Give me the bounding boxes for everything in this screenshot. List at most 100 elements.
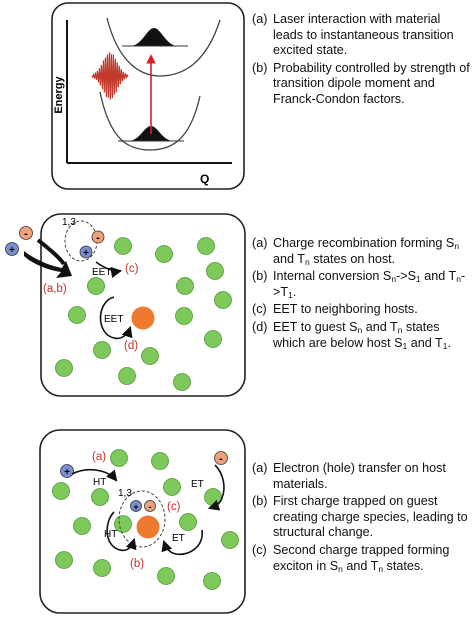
note-label: (d): [252, 319, 268, 334]
note-text: states on host.: [309, 251, 396, 266]
host-molecule: [197, 237, 215, 255]
host-molecule: [93, 341, 111, 359]
note-label: (b): [252, 269, 268, 284]
charge-recombination-arrow-tail: [36, 238, 66, 266]
note-text: Charge recombination forming S: [273, 236, 455, 250]
host-molecule: [114, 237, 132, 255]
eet-label-top: EET: [92, 267, 111, 278]
host-molecule: [176, 277, 194, 295]
note-text: Electron (hole) transfer on host materia…: [273, 461, 446, 491]
host-molecule: [93, 559, 111, 577]
host-molecule: [173, 373, 191, 391]
note-text: and T: [342, 558, 379, 573]
note-text: and T: [407, 335, 443, 350]
trapped-hole: [130, 500, 142, 512]
energy-axis-label: Energy: [53, 75, 65, 113]
incoming-hole: [5, 242, 19, 256]
hole-sign: +: [83, 248, 89, 259]
host-molecule: [204, 330, 222, 348]
label-b-3: (b): [130, 558, 144, 570]
panel-3: 1,3 + - + - HT (a) HT (b) ET ET (c): [39, 429, 246, 614]
host-molecule: [214, 291, 232, 309]
note-subscript: 1: [416, 274, 421, 285]
note-text: Second charge trapped forming exciton in…: [273, 542, 450, 573]
trapped-electron-sign: -: [148, 501, 152, 513]
panel-2: 1,3 + - - + (a,b) EET (c) EET (d): [5, 213, 246, 397]
label-c: (c): [125, 263, 139, 275]
et-arrow-bottom: [161, 529, 203, 555]
note-subscript: n: [454, 241, 460, 251]
note-subscript: n: [357, 324, 363, 335]
panel-1: Energy Q: [51, 2, 245, 190]
host-molecule: [221, 531, 239, 549]
note-text: EET to neighboring hosts.: [273, 302, 418, 317]
note-item: (b)Probability controlled by strength of…: [252, 61, 472, 108]
note-item: (d)EET to guest Sn and Tn states which a…: [252, 320, 472, 351]
note-subscript: n: [391, 274, 397, 285]
note-label: (a): [252, 461, 268, 475]
note-subscript: n: [456, 274, 461, 285]
note-subscript: n: [397, 324, 403, 335]
guest-molecule: [131, 306, 155, 330]
et-arrow-top: [207, 464, 225, 511]
trapped-electron: [144, 500, 156, 512]
host-molecule: [141, 347, 159, 365]
host-molecules-2: [55, 237, 232, 391]
excited-wavepacket: [130, 28, 178, 46]
note-label: (c): [252, 302, 267, 317]
note-label: (b): [252, 494, 268, 509]
ht-label-top: HT: [93, 477, 106, 488]
host-molecule: [87, 277, 105, 295]
note-text: and T: [273, 251, 305, 266]
note-label: (a): [252, 12, 268, 26]
note-subscript: 1: [288, 289, 293, 300]
note-label: (b): [252, 60, 268, 75]
host-molecule: [55, 551, 73, 569]
note-text: EET to guest S: [273, 319, 358, 334]
excited-state-curve: [106, 17, 221, 77]
note-text: ->S: [396, 269, 416, 284]
note-item: (b) First charge trapped on guest creatin…: [252, 494, 472, 541]
note-item: (b)Internal conversion Sn->S1 and Tn->T1…: [252, 269, 472, 300]
ht-label-bottom: HT: [104, 529, 117, 540]
host-molecule: [157, 567, 175, 585]
label-c-3: (c): [167, 501, 181, 513]
incoming-hole-sign: +: [9, 245, 15, 256]
incoming-electron-sign: -: [24, 228, 28, 240]
note-label: (a): [252, 236, 268, 250]
note-subscript: n: [378, 563, 384, 574]
host-molecule: [118, 367, 136, 385]
note-item: (a)Laser interaction with material leads…: [252, 12, 472, 59]
panel-2-frame: [40, 213, 246, 397]
panel-3-frame: [39, 429, 246, 614]
note-text: .: [447, 335, 451, 350]
ht-arrow-bottom: [106, 511, 137, 552]
incoming-electron-3-sign: -: [219, 453, 223, 465]
guest-molecule-3: [136, 515, 160, 539]
et-label-bottom: ET: [172, 533, 185, 544]
note-item: (c) EET to neighboring hosts.: [252, 302, 472, 318]
hole-charge: [79, 245, 93, 259]
note-text: and T: [362, 319, 398, 334]
label-a-3: (a): [92, 451, 106, 463]
panel-1-notes: (a)Laser interaction with material leads…: [252, 12, 472, 110]
eet-label-guest: EET: [104, 314, 123, 325]
note-text: First charge trapped on guest creating c…: [273, 494, 468, 540]
note-subscript: 1: [402, 340, 408, 351]
spin-label: 1,3: [62, 217, 76, 228]
host-molecule: [73, 517, 91, 535]
ht-arrow-top: [71, 468, 118, 482]
note-label: (c): [252, 542, 267, 557]
note-subscript: 1: [442, 340, 448, 351]
note-item: (a) Electron (hole) transfer on host mate…: [252, 461, 472, 492]
q-axis-label: Q: [200, 172, 209, 186]
charge-recombination-arrow: [24, 251, 72, 278]
note-text: states which are below host S: [273, 319, 440, 350]
host-molecule: [155, 245, 173, 263]
eet-arrow-neighbor: [95, 261, 123, 278]
host-molecule: [68, 306, 86, 324]
note-text: states.: [383, 558, 424, 573]
host-molecule: [206, 262, 224, 280]
host-molecule: [110, 449, 128, 467]
